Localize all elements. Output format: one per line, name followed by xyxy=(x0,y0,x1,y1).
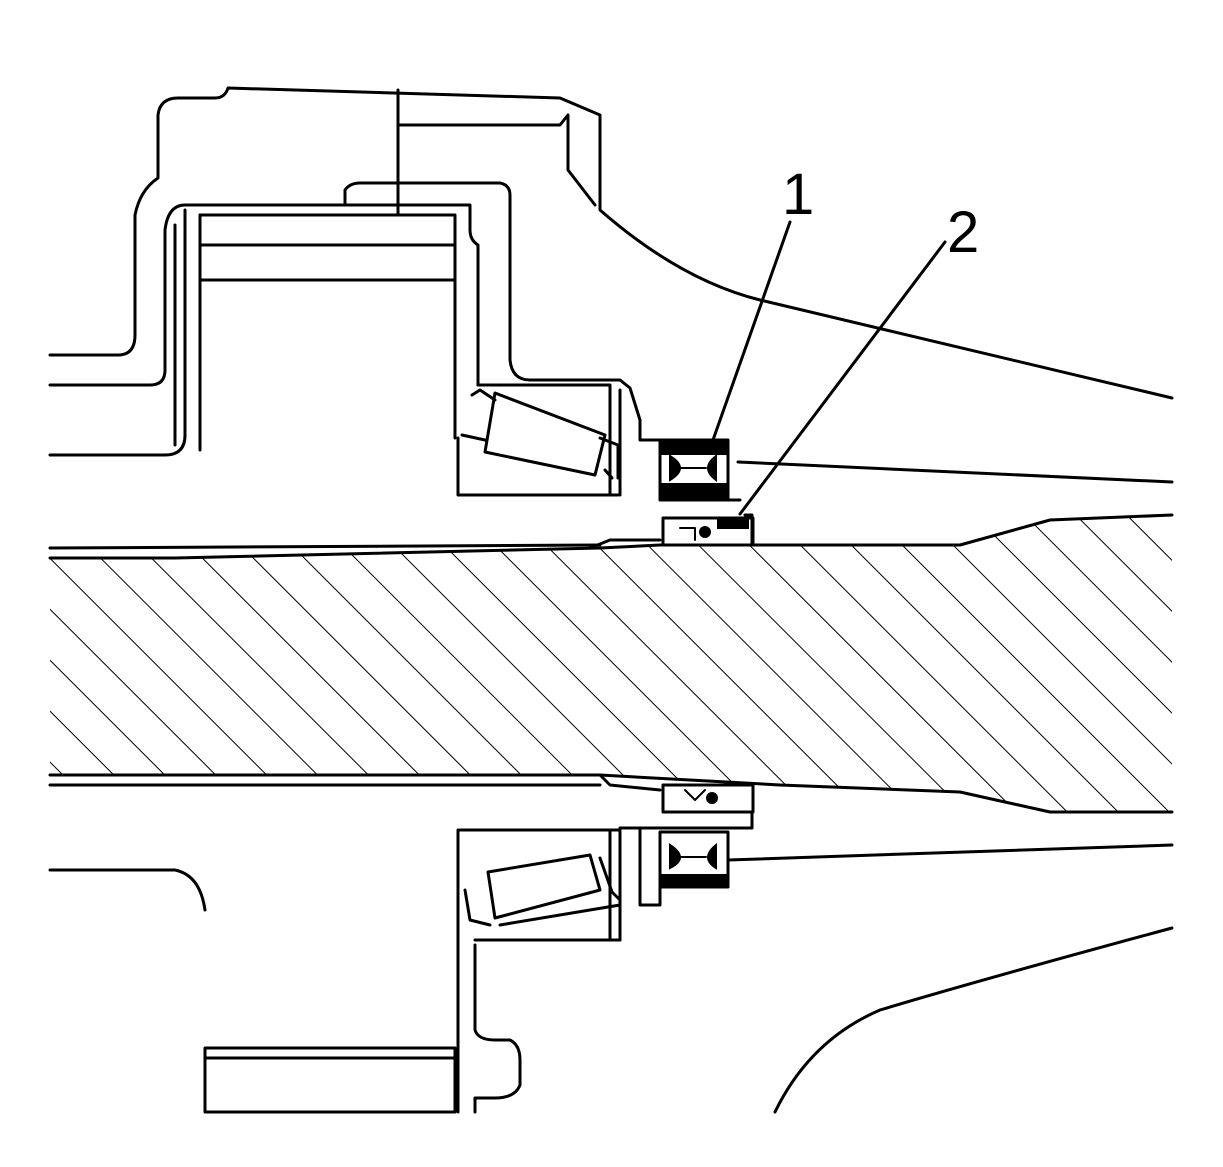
lower-housing xyxy=(48,828,1174,1114)
callout-label-1: 1 xyxy=(782,162,814,227)
leader-line-2 xyxy=(738,240,947,516)
upper-taper-bearing xyxy=(460,383,622,497)
shaft xyxy=(48,513,1174,814)
seal-1-upper xyxy=(658,438,730,500)
seal-2-lower xyxy=(618,783,755,830)
seal-1-lower xyxy=(658,830,730,889)
callout-label-2: 2 xyxy=(947,200,979,265)
callout-2: 2 xyxy=(738,200,979,516)
callout-1: 1 xyxy=(711,162,814,442)
seal-2-upper xyxy=(661,513,755,547)
lower-taper-bearing xyxy=(463,853,622,927)
upper-housing xyxy=(48,86,1174,502)
leader-line-1 xyxy=(711,220,792,442)
